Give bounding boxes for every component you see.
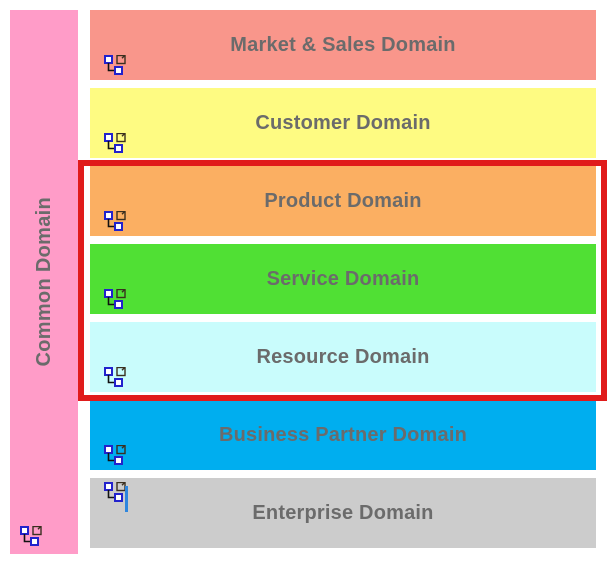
domain-row-label: Enterprise Domain xyxy=(252,501,434,524)
domain-row-customer[interactable]: Customer Domain xyxy=(90,88,596,158)
hierarchy-icon xyxy=(104,133,126,153)
domain-row-market-sales[interactable]: Market & Sales Domain xyxy=(90,10,596,80)
hierarchy-icon xyxy=(104,445,126,465)
domain-row-label: Product Domain xyxy=(264,189,422,212)
domain-row-label: Business Partner Domain xyxy=(218,423,467,446)
hierarchy-icon xyxy=(104,211,126,231)
hierarchy-icon xyxy=(104,482,126,502)
domain-row-resource[interactable]: Resource Domain xyxy=(90,322,596,392)
text-cursor-caret[interactable] xyxy=(125,486,128,512)
domain-row-label: Service Domain xyxy=(266,267,420,290)
domain-row-product[interactable]: Product Domain xyxy=(90,166,596,236)
hierarchy-icon xyxy=(104,367,126,387)
domain-rows: Market & Sales Domain Customer Domain Pr… xyxy=(90,10,596,556)
domain-row-business-partner[interactable]: Business Partner Domain xyxy=(90,400,596,470)
domain-row-service[interactable]: Service Domain xyxy=(90,244,596,314)
common-domain-label: Common Domain xyxy=(32,197,55,367)
common-domain-band[interactable]: Common Domain xyxy=(10,10,78,554)
hierarchy-icon xyxy=(104,289,126,309)
domain-row-label: Market & Sales Domain xyxy=(230,33,456,56)
domain-row-enterprise[interactable]: Enterprise Domain xyxy=(90,478,596,548)
domain-row-label: Customer Domain xyxy=(255,111,431,134)
hierarchy-icon xyxy=(104,55,126,75)
hierarchy-icon xyxy=(20,526,42,546)
domain-row-label: Resource Domain xyxy=(256,345,430,368)
